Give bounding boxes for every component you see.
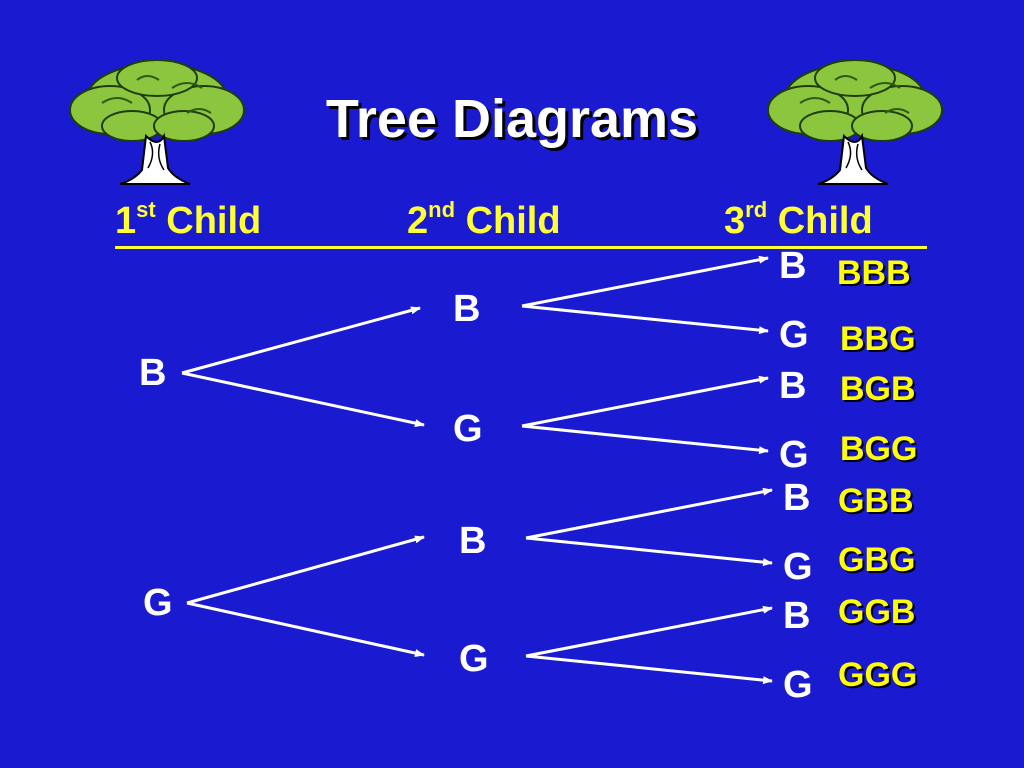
- edge-GB-to-G: [525, 536, 773, 567]
- tree-icon-right: [767, 59, 943, 185]
- edge-GG-to-G: [525, 654, 773, 685]
- header-third-child: 3rd Child: [724, 197, 873, 243]
- node-third-child-6: G: [783, 546, 813, 588]
- edge-B-to-B: [181, 306, 421, 375]
- edge-BB-to-G: [521, 304, 769, 335]
- header-second-child: 2nd Child: [407, 197, 561, 243]
- node-third-child-5: B: [783, 477, 811, 519]
- node-third-child-3: B: [779, 365, 807, 407]
- header-first-child: 1st Child: [115, 197, 262, 243]
- outcome-1: BBB: [837, 254, 911, 292]
- outcome-5: GBB: [838, 482, 914, 520]
- node-third-child-7: B: [783, 595, 811, 637]
- outcome-2: BBG: [840, 320, 916, 358]
- column-headers: 1st Child 2nd Child 3rd Child: [115, 197, 927, 249]
- node-second-child-4: G: [459, 638, 489, 680]
- outcome-4: BGG: [840, 430, 918, 468]
- edge-G-to-G: [186, 601, 425, 657]
- node-second-child-3: B: [459, 520, 487, 562]
- header-number: 2: [407, 200, 429, 242]
- outcome-6: GBG: [838, 541, 916, 579]
- outcome-7: GGB: [838, 593, 916, 631]
- edge-B-to-G: [181, 371, 425, 428]
- header-ordinal-suffix: st: [136, 197, 156, 222]
- edge-BG-to-B: [521, 375, 769, 428]
- header-ordinal-suffix: rd: [745, 197, 768, 222]
- outcome-8: GGG: [838, 656, 918, 694]
- node-third-child-8: G: [783, 664, 813, 706]
- node-second-child-1: B: [453, 288, 481, 330]
- header-word: Child: [777, 200, 873, 242]
- node-third-child-2: G: [779, 314, 809, 356]
- edge-BB-to-B: [521, 255, 769, 308]
- header-ordinal-suffix: nd: [428, 197, 456, 222]
- edge-GB-to-B: [525, 487, 773, 540]
- node-third-child-4: G: [779, 434, 809, 476]
- header-word: Child: [465, 200, 561, 242]
- node-third-child-1: B: [779, 245, 807, 287]
- header-number: 3: [724, 200, 746, 242]
- node-first-child-boy: B: [139, 352, 167, 394]
- edge-BG-to-G: [521, 424, 769, 455]
- header-word: Child: [166, 200, 262, 242]
- edge-G-to-B: [186, 535, 425, 605]
- node-first-child-girl: G: [143, 582, 173, 624]
- header-number: 1: [115, 200, 137, 242]
- page-title: Tree Diagrams: [325, 89, 699, 149]
- edge-GG-to-B: [525, 605, 773, 658]
- outcome-3: BGB: [840, 370, 916, 408]
- tree-icon-left: [69, 59, 245, 185]
- node-second-child-2: G: [453, 408, 483, 450]
